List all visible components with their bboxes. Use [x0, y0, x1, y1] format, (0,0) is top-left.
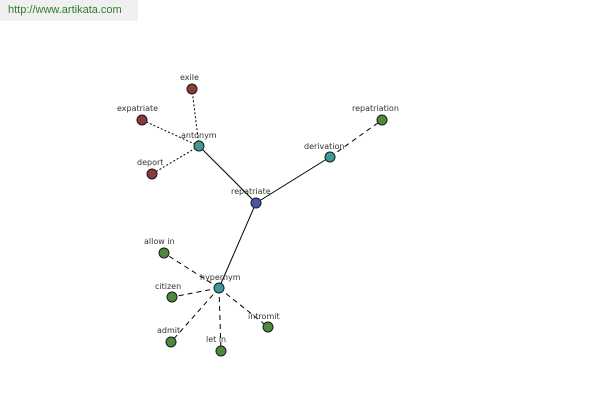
node-expatriate[interactable] [136, 114, 148, 126]
node-citizen[interactable] [166, 291, 178, 303]
edge-repatriate-antonym [198, 145, 257, 204]
node-antonym[interactable] [193, 140, 205, 152]
node-allow-in[interactable] [158, 247, 170, 259]
edge-antonym-deport [151, 145, 200, 175]
edge-repatriate-derivation [255, 156, 331, 204]
edge-hypernym-admit [170, 287, 220, 343]
edge-hypernym-intromit [218, 287, 269, 328]
node-label-intromit: intromit [248, 312, 280, 321]
node-label-antonym: antonym [181, 131, 217, 140]
node-repatriate[interactable] [250, 197, 262, 209]
edge-derivation-repatriation [329, 119, 383, 158]
edge-antonym-exile [191, 88, 200, 147]
edge-hypernym-citizen [171, 287, 220, 298]
node-let-in[interactable] [215, 345, 227, 357]
node-label-repatriate: repatriate [231, 187, 271, 196]
node-exile[interactable] [186, 83, 198, 95]
node-label-let-in: let in [206, 335, 226, 344]
node-label-deport: deport [137, 158, 163, 167]
edges-layer [141, 88, 383, 352]
labels-layer: repatriate antonym derivation hypernym exile… [117, 73, 399, 344]
node-intromit[interactable] [262, 321, 274, 333]
node-label-allow-in: allow in [144, 237, 175, 246]
edge-antonym-expatriate [141, 119, 200, 147]
node-repatriation[interactable] [376, 114, 388, 126]
node-label-citizen: citizen [155, 282, 181, 291]
node-label-expatriate: expatriate [117, 104, 158, 113]
node-derivation[interactable] [324, 151, 336, 163]
source-url-label[interactable]: http://www.artikata.com [0, 0, 138, 21]
nodes-layer [136, 83, 388, 357]
edge-hypernym-allow-in [163, 252, 220, 289]
node-label-hypernym: hypernym [200, 273, 241, 282]
node-label-admit: admit [157, 326, 180, 335]
node-label-repatriation: repatriation [352, 104, 399, 113]
edge-repatriate-hypernym [218, 202, 257, 289]
node-label-derivation: derivation [304, 142, 344, 151]
node-hypernym[interactable] [213, 282, 225, 294]
node-deport[interactable] [146, 168, 158, 180]
node-label-exile: exile [180, 73, 199, 82]
edge-hypernym-let-in [218, 287, 222, 352]
node-admit[interactable] [165, 336, 177, 348]
